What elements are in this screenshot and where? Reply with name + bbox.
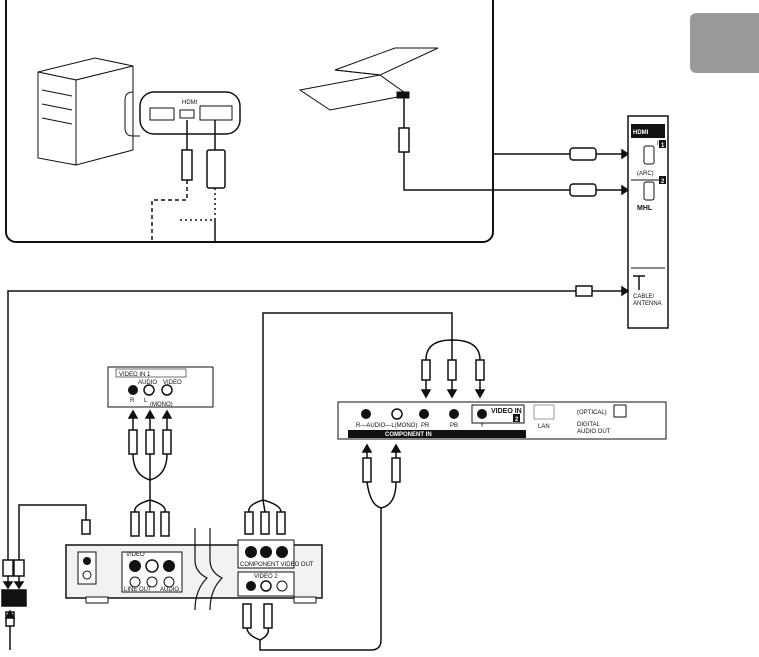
pr-label: PR [421, 423, 430, 429]
laptop-hdmi-cable [398, 98, 630, 197]
port-1-label: (ARC) [637, 171, 654, 177]
video-in-1-panel: VIDEO IN 1 AUDIO VIDEO R L (MONO) [107, 366, 214, 408]
hdmi-logo: HDMI [633, 130, 649, 136]
antenna-label-2: ANTENNA [633, 301, 662, 307]
device-audio-label: AUDIO [160, 587, 179, 593]
video-in-1-mono-label: (MONO) [150, 402, 173, 408]
antenna-icon [633, 275, 645, 290]
y-label: Y [480, 423, 484, 429]
tv-side-panel: HDMI IN 1 (ARC) 2 MHL CABLE/ ANTENNA [627, 115, 669, 329]
video-in-1-title: VIDEO IN 1 [119, 372, 151, 378]
desktop-computer [37, 57, 134, 166]
page-tab [690, 13, 759, 73]
antenna-cable [7, 285, 630, 560]
video-in-1-left-label: L [144, 398, 148, 404]
device-line-out-label: LINE OUT [124, 587, 152, 593]
video-in-2-number: 2 [515, 417, 519, 423]
pc-cables [151, 120, 226, 242]
port-1-number: 1 [661, 143, 665, 149]
antenna-label-1: CABLE/ [633, 294, 655, 300]
component-in-label: COMPONENT IN [385, 432, 432, 438]
port-2-number: 2 [661, 179, 665, 185]
component-audio-cable [242, 443, 402, 651]
digital-audio-out-label-2: AUDIO OUT [577, 429, 611, 435]
video-in-1-audio-label: AUDIO [138, 380, 157, 386]
device-break-lines [194, 528, 224, 611]
pb-label: PB [450, 423, 458, 429]
av-device: VIDEO LINE OUT AUDIO COMPONENT VIDEO OUT… [65, 539, 323, 604]
video-in-1-video-label: VIDEO [163, 380, 182, 386]
component-video-cable [244, 312, 486, 535]
optical-label: (OPTICAL) [577, 410, 607, 416]
digital-audio-out-label-1: DIGITAL [577, 422, 601, 428]
pc-hdmi-label: HDMI [182, 100, 198, 106]
composite-cable-to-video-in-1 [127, 409, 173, 537]
component-in-panel: VIDEO IN 2 R—AUDIO—L(MONO) PR PB Y COMPO… [337, 401, 667, 440]
antenna-splitter [1, 504, 91, 650]
pc-back-panel: HDMI [124, 91, 241, 137]
port-2-label: MHL [637, 205, 653, 212]
video-in-1-right-label: R [130, 398, 135, 404]
laptop-computer [298, 47, 439, 111]
device-component-video-out-label: COMPONENT VIDEO OUT [240, 562, 314, 568]
lan-label: LAN [538, 424, 550, 430]
device-video-label: VIDEO [126, 552, 145, 558]
component-audio-label: R—AUDIO—L(MONO) [356, 423, 417, 429]
device-video-2-label: VIDEO 2 [254, 574, 278, 580]
pc-hdmi-cable [492, 0, 630, 161]
video-in-2-title: VIDEO IN [491, 408, 522, 415]
